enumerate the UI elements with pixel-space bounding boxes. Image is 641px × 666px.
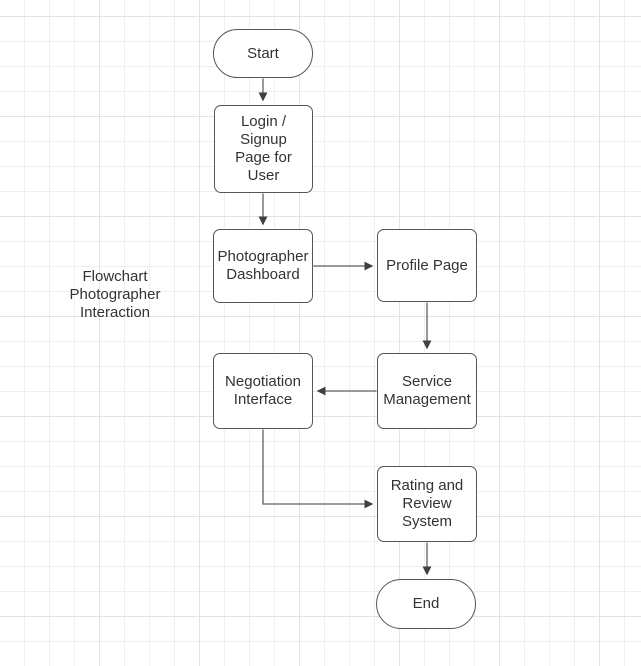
edge-negotiation-rating[interactable] <box>262 429 374 509</box>
node-photographer-dashboard[interactable]: Photographer Dashboard <box>213 229 313 303</box>
diagram-title-label[interactable]: Flowchart Photographer Interaction <box>69 268 161 321</box>
node-login-signup-page[interactable]: Login / Signup Page for User <box>214 105 313 193</box>
node-negotiation-interface[interactable]: Negotiation Interface <box>213 353 313 429</box>
node-profile-page[interactable]: Profile Page <box>377 229 477 302</box>
node-end[interactable]: End <box>376 579 476 629</box>
node-service-management[interactable]: Service Management <box>377 353 477 429</box>
node-rating-review-system[interactable]: Rating and Review System <box>377 466 477 542</box>
node-start[interactable]: Start <box>213 29 313 78</box>
